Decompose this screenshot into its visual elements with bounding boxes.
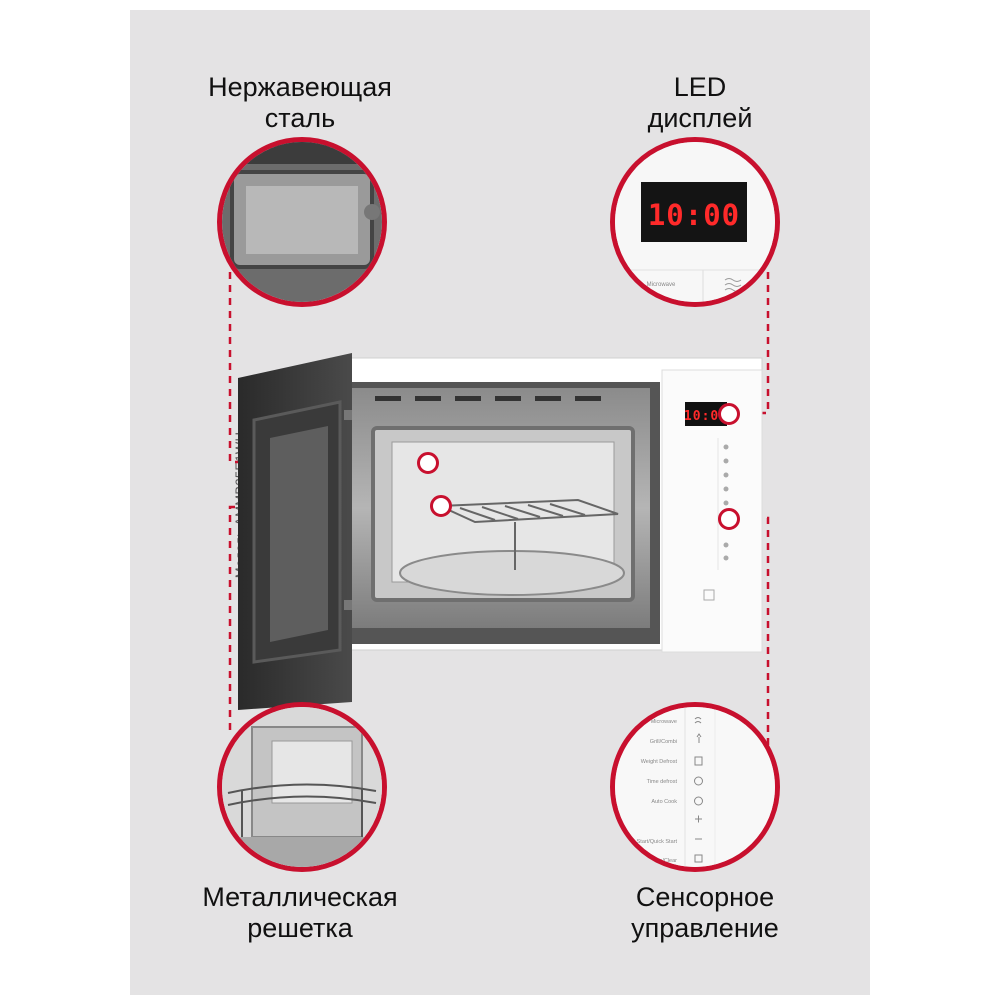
callout-dot-led bbox=[718, 403, 740, 425]
callout-dot-rack bbox=[430, 495, 452, 517]
led-display-closeup: 10:00 Microwave bbox=[610, 137, 780, 307]
touch-label-start: Start/Quick Start bbox=[637, 839, 678, 845]
stainless-steel-closeup bbox=[217, 137, 387, 307]
feature-title-led-display: LED дисплей bbox=[647, 72, 753, 133]
touch-label-auto-cook: Auto Cook bbox=[651, 799, 677, 805]
feature-title-metal-rack: Металлическая решетка bbox=[202, 882, 398, 943]
touch-label-grill: Grill/Combi bbox=[650, 739, 677, 745]
callout-dot-touch bbox=[718, 508, 740, 530]
panel-led-display: 10:00 bbox=[684, 409, 728, 424]
touch-label-stop: Stop/Clear bbox=[651, 858, 677, 864]
feature-title-stainless-steel: Нержавеющая сталь bbox=[208, 72, 392, 133]
product-card: Нержавеющая сталь LED дисплей Металличес… bbox=[130, 10, 870, 995]
touch-control-closeup: Microwave Grill/Combi Weight Defrost Tim… bbox=[610, 702, 780, 872]
touch-label-time-defrost: Time defrost bbox=[647, 779, 678, 785]
microwave-label: Microwave bbox=[647, 282, 676, 288]
callout-dot-stainless bbox=[417, 452, 439, 474]
microwave-image: 10:00 bbox=[238, 353, 763, 710]
touch-label-microwave: Microwave bbox=[651, 719, 677, 725]
touch-label-weight-defrost: Weight Defrost bbox=[641, 759, 678, 765]
feature-title-touch-control: Сенсорное управление bbox=[631, 882, 779, 943]
metal-rack-closeup bbox=[217, 702, 387, 872]
led-display-time: 10:00 bbox=[648, 198, 740, 232]
